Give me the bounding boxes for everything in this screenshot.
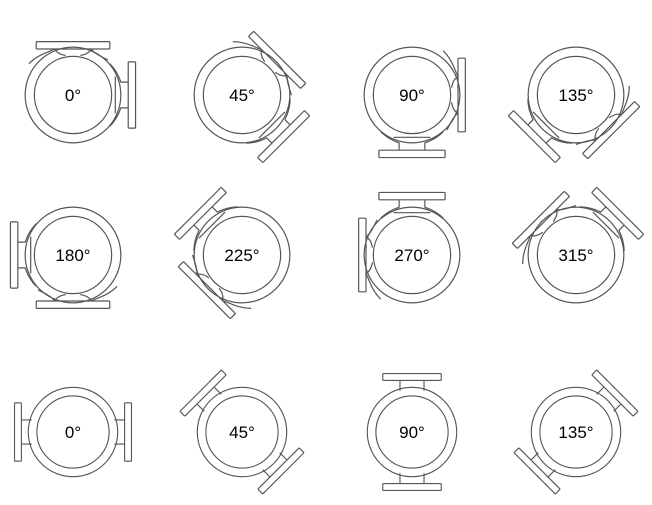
pump-orientation-4: 135° — [497, 26, 649, 178]
pump-orientation-7: 270° — [358, 191, 461, 304]
pump-inline-orientation-10: 45° — [168, 358, 316, 505]
orientation-angle-label: 90° — [399, 86, 425, 105]
pump-orientation-3: 90° — [363, 46, 466, 159]
orientation-angle-label: 45° — [229, 86, 255, 105]
orientation-angle-label: 135° — [558, 423, 593, 442]
pump-orientation-6: 225° — [159, 176, 311, 328]
orientation-angle-label: 90° — [399, 423, 425, 442]
orientation-angle-label: 225° — [224, 246, 259, 265]
orientation-angle-label: 315° — [558, 246, 593, 265]
orientation-angle-label: 0° — [65, 86, 81, 105]
orientation-angle-label: 45° — [229, 423, 255, 442]
orientation-angle-label: 180° — [55, 246, 90, 265]
pump-orientation-8: 315° — [503, 172, 652, 324]
pump-orientation-2: 45° — [173, 22, 325, 174]
orientation-angle-label: 135° — [558, 86, 593, 105]
pump-orientation-5: 180° — [9, 206, 122, 309]
orientation-angle-label: 0° — [65, 423, 81, 442]
orientation-angle-label: 270° — [394, 246, 429, 265]
pump-orientation-1: 0° — [24, 41, 137, 144]
pump-inline-orientation-11: 90° — [366, 372, 458, 492]
pump-inline-orientation-9: 0° — [13, 386, 133, 478]
pump-inline-orientation-12: 135° — [502, 358, 650, 505]
